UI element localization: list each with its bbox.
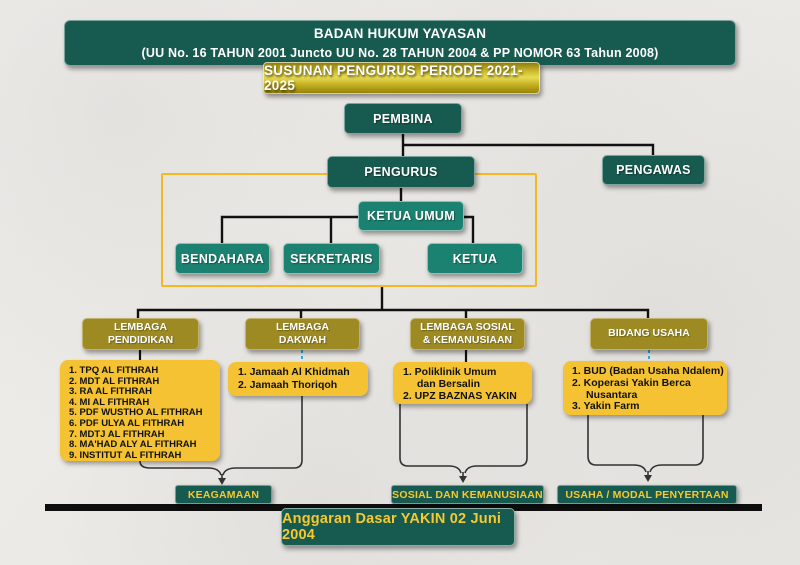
list-item: 1. Jamaah Al Khidmah [238,366,350,378]
list-item: 6. PDF ULYA AL FITHRAH [69,417,185,429]
group-label-keagamaan: KEAGAMAAN [175,485,272,504]
list-item: 2. Jamaah Thoriqoh [238,379,338,391]
list-sosial: 1. Poliklinik Umum dan Bersalin 2. UPZ B… [393,362,532,404]
branch-lembaga-dakwah: LEMBAGA DAKWAH [245,318,360,350]
list-item: dan Bersalin [417,378,481,390]
footer-note-text: Anggaran Dasar YAKIN 02 Juni 2004 [282,511,502,543]
list-dakwah: 1. Jamaah Al Khidmah 2. Jamaah Thoriqoh [228,362,368,396]
list-item: 3. RA AL FITHRAH [69,386,153,398]
node-pengurus: PENGURUS [327,156,475,188]
node-pembina-label: PEMBINA [373,111,433,126]
node-pengurus-label: PENGURUS [364,165,438,179]
list-item: 7. MDTJ AL FITHRAH [69,428,165,440]
branch-lembaga-sosial: LEMBAGA SOSIAL & KEMANUSIAAN [410,318,525,350]
node-bendahara-label: BENDAHARA [180,251,265,266]
node-pengawas: PENGAWAS [602,155,705,185]
list-item: 2. Koperasi Yakin Berca [572,376,691,389]
list-item: 1. Poliklinik Umum [403,366,497,378]
legal-basis-subtitle: (UU No. 16 TAHUN 2001 Juncto UU No. 28 T… [141,45,659,60]
list-item: 9. INSTITUT AL FITHRAH [69,449,182,461]
list-item: 5. PDF WUSTHO AL FITHRAH [69,407,203,419]
branch-lembaga-dakwah-label: LEMBAGA DAKWAH [275,320,330,346]
period-banner-label: SUSUNAN PENGURUS PERIODE 2021-2025 [264,63,523,93]
baseline-rule [45,504,762,511]
list-pendidikan: 1. TPQ AL FITHRAH 2. MDT AL FITHRAH 3. R… [60,360,220,461]
branch-bidang-usaha: BIDANG USAHA [590,318,708,350]
group-label-usaha: USAHA / MODAL PENYERTAAN [557,485,737,504]
branch-lembaga-pendidikan: LEMBAGA PENDIDIKAN [82,318,199,350]
period-banner: SUSUNAN PENGURUS PERIODE 2021-2025 [263,62,540,94]
node-pengawas-label: PENGAWAS [616,163,691,177]
list-item: 8. MA'HAD ALY AL FITHRAH [69,439,197,451]
footer-note: Anggaran Dasar YAKIN 02 Juni 2004 [281,508,515,546]
node-ketua: KETUA [427,243,523,274]
list-item: 1. BUD (Badan Usaha Ndalem) [572,365,724,377]
list-item: 3. Yakin Farm [572,400,640,413]
list-item: 1. TPQ AL FITHRAH [69,365,159,376]
node-ketua-umum: KETUA UMUM [358,201,464,231]
list-item: 2. MDT AL FITHRAH [69,375,160,387]
branch-lembaga-pendidikan-label: LEMBAGA PENDIDIKAN [107,320,174,346]
list-item: 4. MI AL FITHRAH [69,396,150,408]
legal-basis-header: BADAN HUKUM YAYASAN (UU No. 16 TAHUN 200… [64,20,736,66]
branch-lembaga-sosial-label: LEMBAGA SOSIAL & KEMANUSIAAN [420,320,515,346]
group-label-sosial: SOSIAL DAN KEMANUSIAAN [391,485,544,504]
list-item: Nusantara [586,388,638,401]
group-label-keagamaan-text: KEAGAMAAN [187,488,260,501]
node-pembina: PEMBINA [344,103,462,134]
list-item: 2. UPZ BAZNAS YAKIN [403,390,517,402]
foundation-title: BADAN HUKUM YAYASAN [313,26,487,42]
node-sekretaris: SEKRETARIS [283,243,380,274]
group-label-usaha-text: USAHA / MODAL PENYERTAAN [565,488,729,501]
list-usaha: 1. BUD (Badan Usaha Ndalem) 2. Koperasi … [563,361,727,415]
branch-bidang-usaha-label: BIDANG USAHA [608,327,690,340]
node-ketua-umum-label: KETUA UMUM [367,209,455,223]
node-ketua-label: KETUA [452,251,498,266]
node-sekretaris-label: SEKRETARIS [290,251,373,266]
node-bendahara: BENDAHARA [175,243,270,274]
group-label-sosial-text: SOSIAL DAN KEMANUSIAAN [392,488,543,501]
